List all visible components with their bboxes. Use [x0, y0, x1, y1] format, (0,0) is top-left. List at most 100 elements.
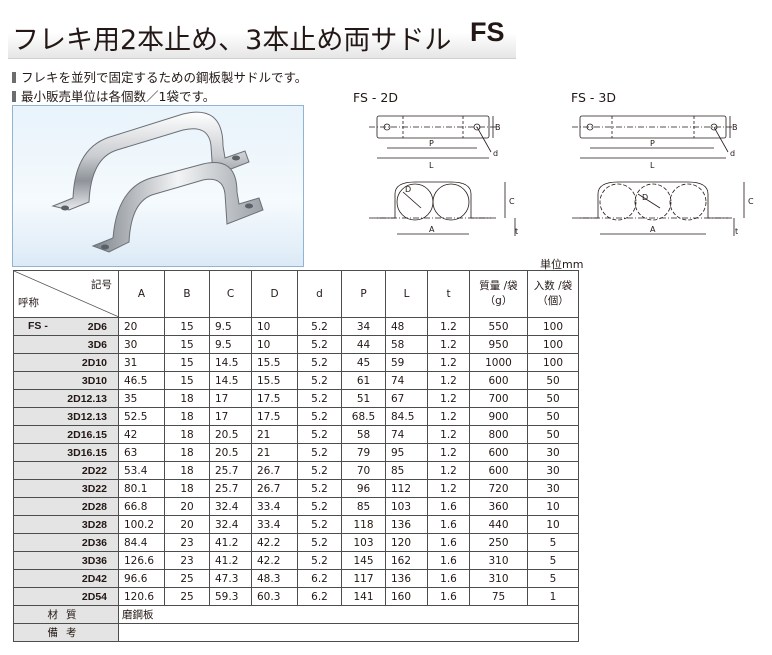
cell-b: 20 — [164, 497, 210, 516]
header-d-upper: D — [251, 270, 298, 318]
cell-mass: 75 — [469, 587, 528, 606]
table-row: 3D28 100.2 20 32.4 33.4 5.2 118 136 1.6 … — [13, 515, 579, 534]
product-code: FS — [470, 17, 505, 47]
table-row: FS -2D6 20 15 9.5 10 5.2 34 48 1.2 550 1… — [13, 317, 579, 336]
table-row: 2D16.15 42 18 20.5 21 5.2 58 74 1.2 800 … — [13, 425, 579, 444]
cell-d-upper: 42.2 — [251, 533, 298, 552]
cell-b: 23 — [164, 533, 210, 552]
cell-mass: 900 — [469, 407, 528, 426]
cell-c: 20.5 — [209, 443, 252, 462]
cell-d-upper: 33.4 — [251, 497, 298, 516]
svg-text:D: D — [405, 185, 411, 194]
header-l: L — [385, 270, 428, 318]
cell-c: 25.7 — [209, 479, 252, 498]
unit-label: 単位mm — [540, 258, 584, 271]
cell-b: 15 — [164, 335, 210, 354]
cell-l: 95 — [385, 443, 428, 462]
cell-l: 67 — [385, 389, 428, 408]
cell-t: 1.2 — [427, 425, 470, 444]
cell-c: 14.5 — [209, 371, 252, 390]
cell-t: 1.6 — [427, 551, 470, 570]
cell-d-lower: 5.2 — [297, 335, 342, 354]
row-name: 2D22 — [13, 461, 119, 480]
svg-text:d: d — [493, 149, 498, 158]
table-row: 2D54 120.6 25 59.3 60.3 6.2 141 160 1.6 … — [13, 587, 579, 606]
table-row: 3D10 46.5 15 14.5 15.5 5.2 61 74 1.2 600… — [13, 371, 579, 390]
cell-d-upper: 15.5 — [251, 353, 298, 372]
fs-2d-drawing: B d P L D C A t — [369, 115, 518, 236]
cell-p: 85 — [341, 497, 386, 516]
cell-d-lower: 5.2 — [297, 497, 342, 516]
cell-c: 25.7 — [209, 461, 252, 480]
product-photo — [12, 105, 304, 267]
bullet-square-icon — [12, 91, 16, 102]
row-name: FS -2D6 — [13, 317, 119, 336]
row-name: 3D16.15 — [13, 443, 119, 462]
cell-a: 96.6 — [118, 569, 165, 588]
cell-c: 59.3 — [209, 587, 252, 606]
row-name: 2D16.15 — [13, 425, 119, 444]
cell-a: 84.4 — [118, 533, 165, 552]
row-name: 2D10 — [13, 353, 119, 372]
header-corner: 記号 呼称 — [13, 270, 119, 318]
row-name: 2D42 — [13, 569, 119, 588]
cell-mass: 310 — [469, 551, 528, 570]
cell-c: 32.4 — [209, 515, 252, 534]
svg-text:P: P — [429, 139, 434, 148]
cell-p: 145 — [341, 551, 386, 570]
cell-c: 20.5 — [209, 425, 252, 444]
table-row: 2D10 31 15 14.5 15.5 5.2 45 59 1.2 1000 … — [13, 353, 579, 372]
svg-text:B: B — [732, 123, 738, 132]
table-row: 3D12.13 52.5 18 17 17.5 5.2 68.5 84.5 1.… — [13, 407, 579, 426]
table-header-row: 記号 呼称 A B C D d P L t 質量 /袋 （g） 入数 /袋 （個… — [13, 270, 579, 318]
cell-qty: 5 — [527, 569, 579, 588]
cell-mass: 440 — [469, 515, 528, 534]
cell-b: 23 — [164, 551, 210, 570]
row-name: 3D22 — [13, 479, 119, 498]
cell-d-upper: 10 — [251, 335, 298, 354]
cell-d-upper: 21 — [251, 425, 298, 444]
cell-d-upper: 42.2 — [251, 551, 298, 570]
svg-text:d: d — [730, 149, 735, 158]
row-name: 2D28 — [13, 497, 119, 516]
svg-text:A: A — [429, 225, 435, 234]
cell-qty: 100 — [527, 353, 579, 372]
cell-l: 112 — [385, 479, 428, 498]
cell-qty: 100 — [527, 335, 579, 354]
cell-p: 68.5 — [341, 407, 386, 426]
cell-qty: 100 — [527, 317, 579, 336]
cell-d-lower: 6.2 — [297, 587, 342, 606]
header-qty: 入数 /袋 （個） — [527, 270, 579, 318]
cell-mass: 700 — [469, 389, 528, 408]
drawing-label-3d: FS - 3D — [571, 90, 616, 105]
remarks-label: 備考 — [13, 623, 119, 642]
cell-mass: 250 — [469, 533, 528, 552]
name-prefix: FS - — [28, 320, 48, 332]
cell-qty: 1 — [527, 587, 579, 606]
cell-p: 51 — [341, 389, 386, 408]
cell-mass: 600 — [469, 461, 528, 480]
table-row: 3D6 30 15 9.5 10 5.2 44 58 1.2 950 100 — [13, 335, 579, 354]
cell-t: 1.2 — [427, 317, 470, 336]
header-mass: 質量 /袋 （g） — [469, 270, 528, 318]
svg-text:A: A — [650, 225, 656, 234]
cell-qty: 30 — [527, 461, 579, 480]
cell-t: 1.6 — [427, 569, 470, 588]
cell-p: 34 — [341, 317, 386, 336]
cell-d-lower: 5.2 — [297, 551, 342, 570]
cell-t: 1.2 — [427, 443, 470, 462]
svg-text:L: L — [429, 161, 434, 170]
cell-p: 44 — [341, 335, 386, 354]
header-d-lower: d — [297, 270, 342, 318]
svg-text:C: C — [509, 197, 515, 206]
row-name: 3D10 — [13, 371, 119, 390]
table-row: 3D22 80.1 18 25.7 26.7 5.2 96 112 1.2 72… — [13, 479, 579, 498]
svg-text:L: L — [650, 161, 655, 170]
cell-qty: 50 — [527, 407, 579, 426]
cell-p: 70 — [341, 461, 386, 480]
cell-b: 18 — [164, 389, 210, 408]
cell-t: 1.6 — [427, 497, 470, 516]
svg-text:C: C — [748, 197, 754, 206]
cell-a: 120.6 — [118, 587, 165, 606]
cell-p: 58 — [341, 425, 386, 444]
